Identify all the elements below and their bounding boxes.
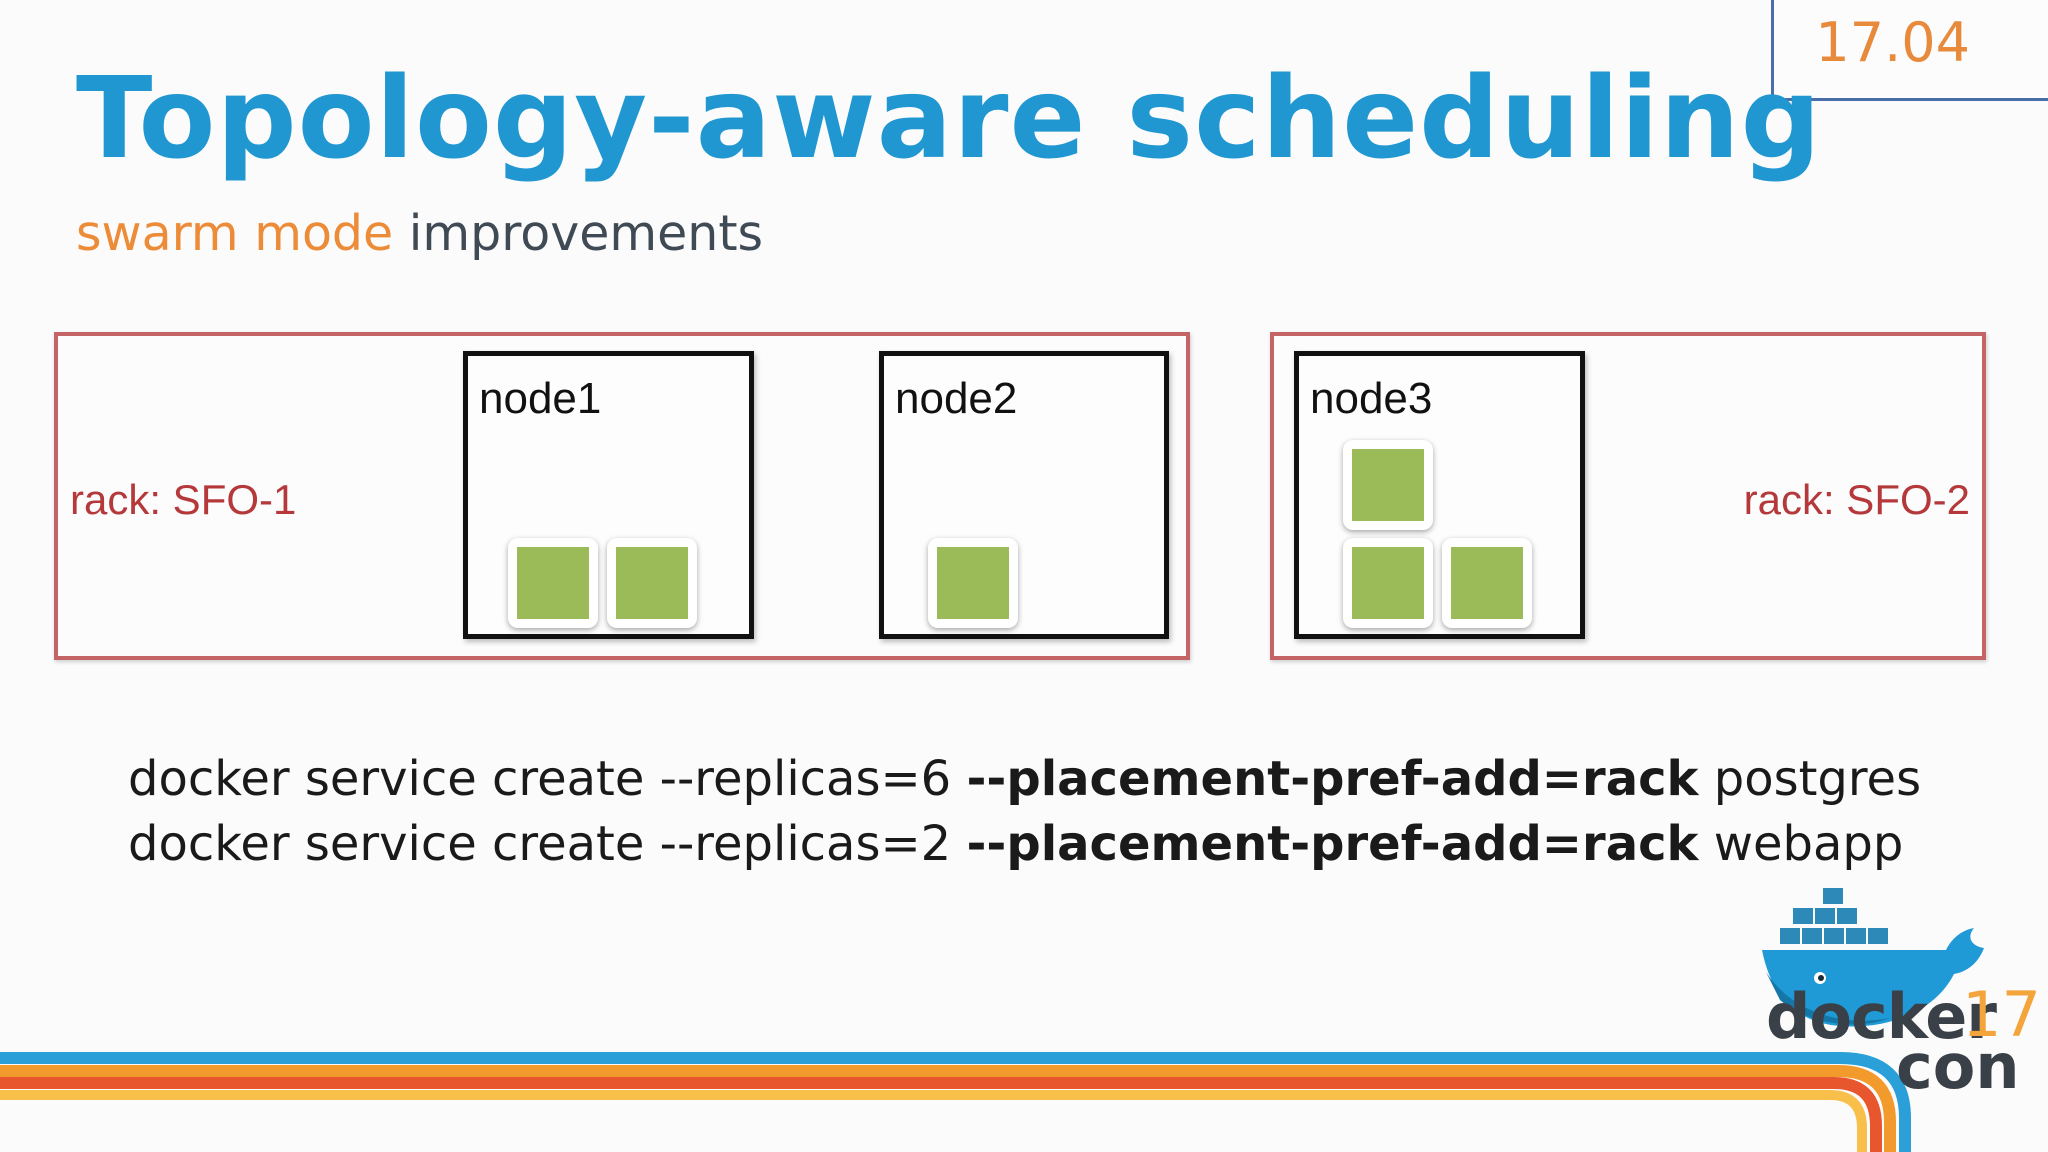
slide-title: Topology-aware scheduling	[76, 54, 1822, 184]
rack-label: rack: SFO-1	[70, 476, 297, 523]
node-3: node3	[1294, 351, 1585, 639]
version-label: 17.04	[1815, 11, 1970, 74]
slide-subtitle: swarm mode improvements	[76, 205, 763, 262]
command-line: docker service create --replicas=2 --pla…	[128, 812, 1921, 877]
node-1: node1	[463, 351, 754, 639]
command-flag: --placement-pref-add=rack	[966, 751, 1699, 807]
rack-label: rack: SFO-2	[1743, 476, 1970, 523]
logo-con: con	[1896, 1030, 2020, 1103]
command-flag: --placement-pref-add=rack	[966, 816, 1699, 872]
replica-task	[1343, 538, 1433, 628]
docker-whale-icon	[1762, 888, 1984, 1027]
node-label: node2	[895, 374, 1018, 423]
replica-task	[607, 538, 697, 628]
version-badge: 17.04	[1771, 0, 2048, 101]
subtitle-accent: swarm mode	[76, 205, 394, 262]
command-line: docker service create --replicas=6 --pla…	[128, 747, 1921, 812]
replica-task	[1442, 538, 1532, 628]
node-2: node2	[879, 351, 1169, 639]
logo-number: 17	[1962, 978, 2041, 1051]
command-prefix: docker service create --replicas=6	[128, 751, 967, 807]
replica-task	[928, 538, 1018, 628]
subtitle-rest: improvements	[408, 205, 764, 262]
replica-task	[508, 538, 598, 628]
node-label: node1	[479, 374, 602, 423]
command-block: docker service create --replicas=6 --pla…	[128, 747, 1921, 877]
command-suffix: webapp	[1698, 816, 1904, 872]
command-suffix: postgres	[1698, 751, 1922, 807]
command-prefix: docker service create --replicas=2	[128, 816, 967, 872]
replica-task	[1343, 440, 1433, 530]
node-label: node3	[1310, 374, 1433, 423]
logo-word: docker	[1766, 980, 1997, 1053]
